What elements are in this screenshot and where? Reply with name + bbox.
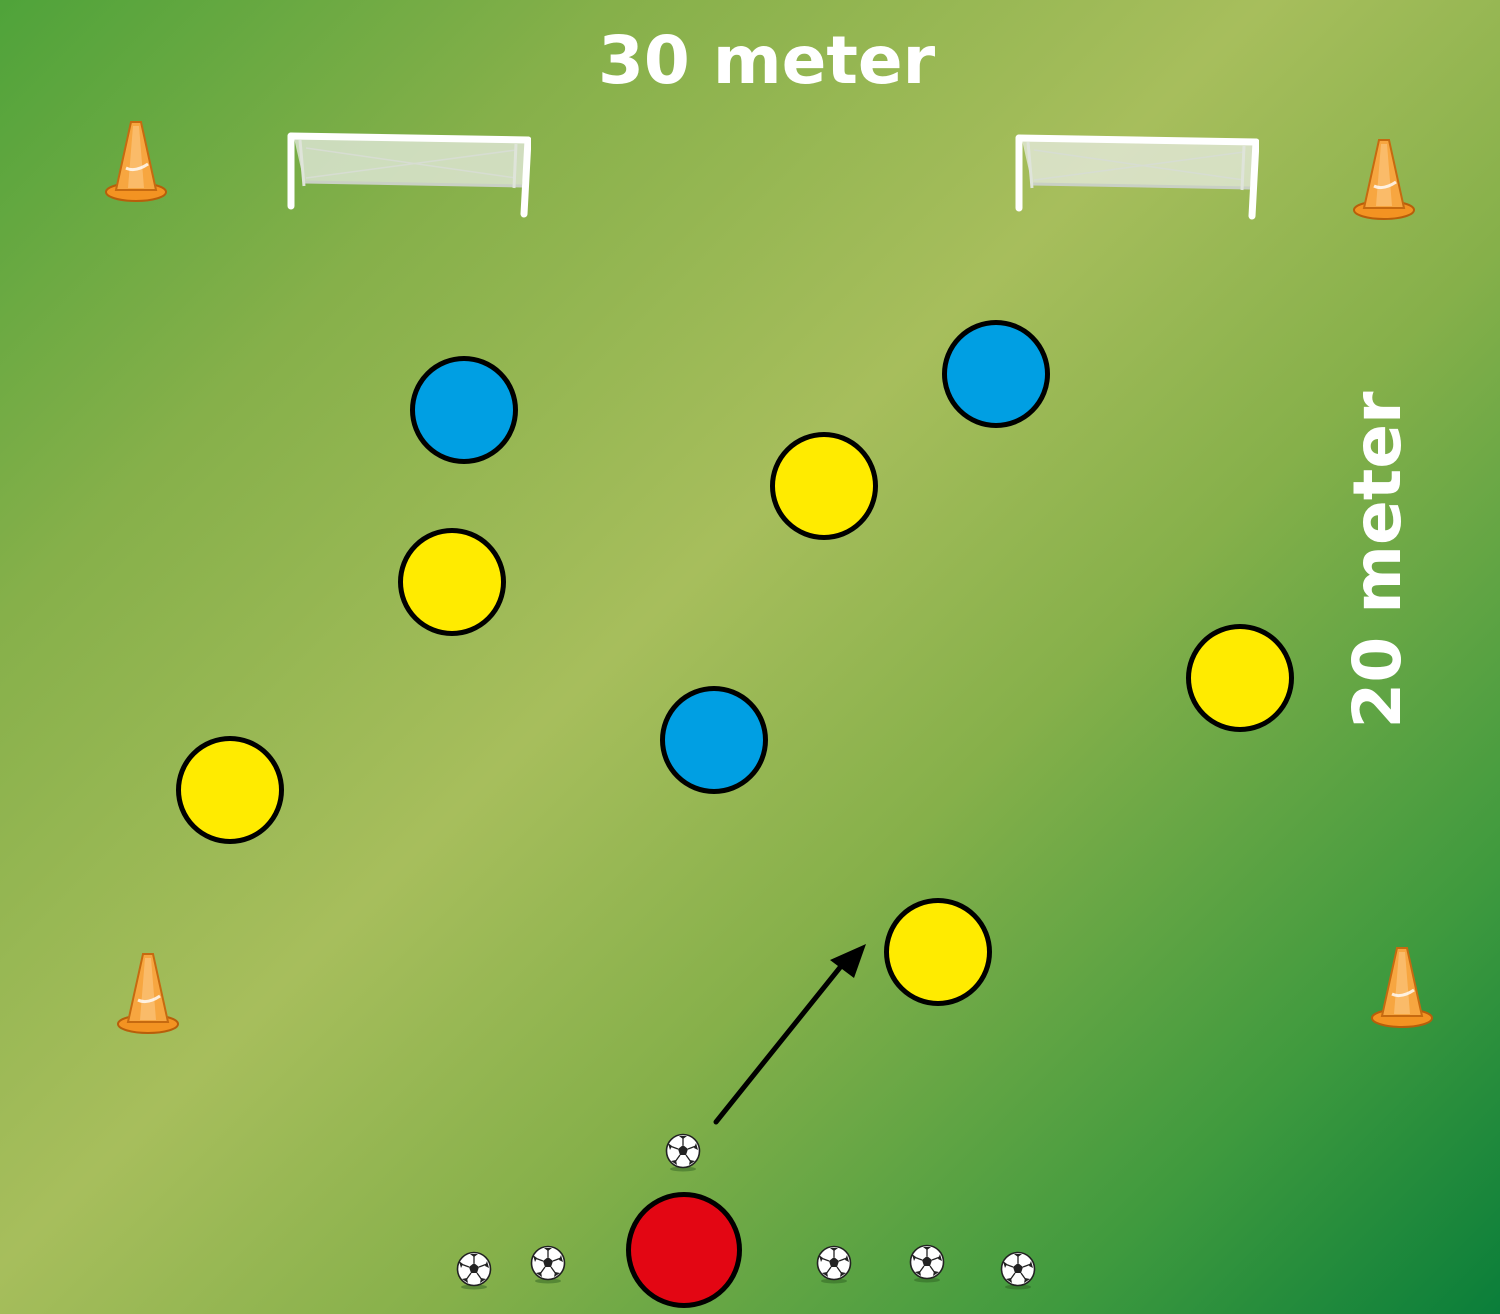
cone-top-left-icon <box>105 121 167 202</box>
goal-left-icon <box>287 132 531 218</box>
cone-bottom-right-icon <box>1371 947 1433 1028</box>
soccer-ball-icon <box>530 1245 566 1284</box>
goal-right-icon <box>1015 134 1259 220</box>
pass-arrow-icon <box>713 944 866 1125</box>
red-player <box>626 1192 742 1308</box>
width-label: 30 meter <box>598 22 936 99</box>
soccer-ball-icon <box>665 1133 701 1172</box>
yellow-player <box>398 528 506 636</box>
soccer-ball-icon <box>1000 1251 1036 1290</box>
blue-player <box>410 356 518 464</box>
blue-player <box>660 686 768 794</box>
soccer-ball-icon <box>909 1244 945 1283</box>
cone-bottom-left-icon <box>117 953 179 1034</box>
soccer-ball-icon <box>456 1251 492 1290</box>
yellow-player <box>770 432 878 540</box>
yellow-player <box>1186 624 1294 732</box>
cone-top-right-icon <box>1353 139 1415 220</box>
yellow-player <box>884 898 992 1006</box>
blue-player <box>942 320 1050 428</box>
height-label: 20 meter <box>1339 391 1416 729</box>
soccer-ball-icon <box>816 1245 852 1284</box>
yellow-player <box>176 736 284 844</box>
